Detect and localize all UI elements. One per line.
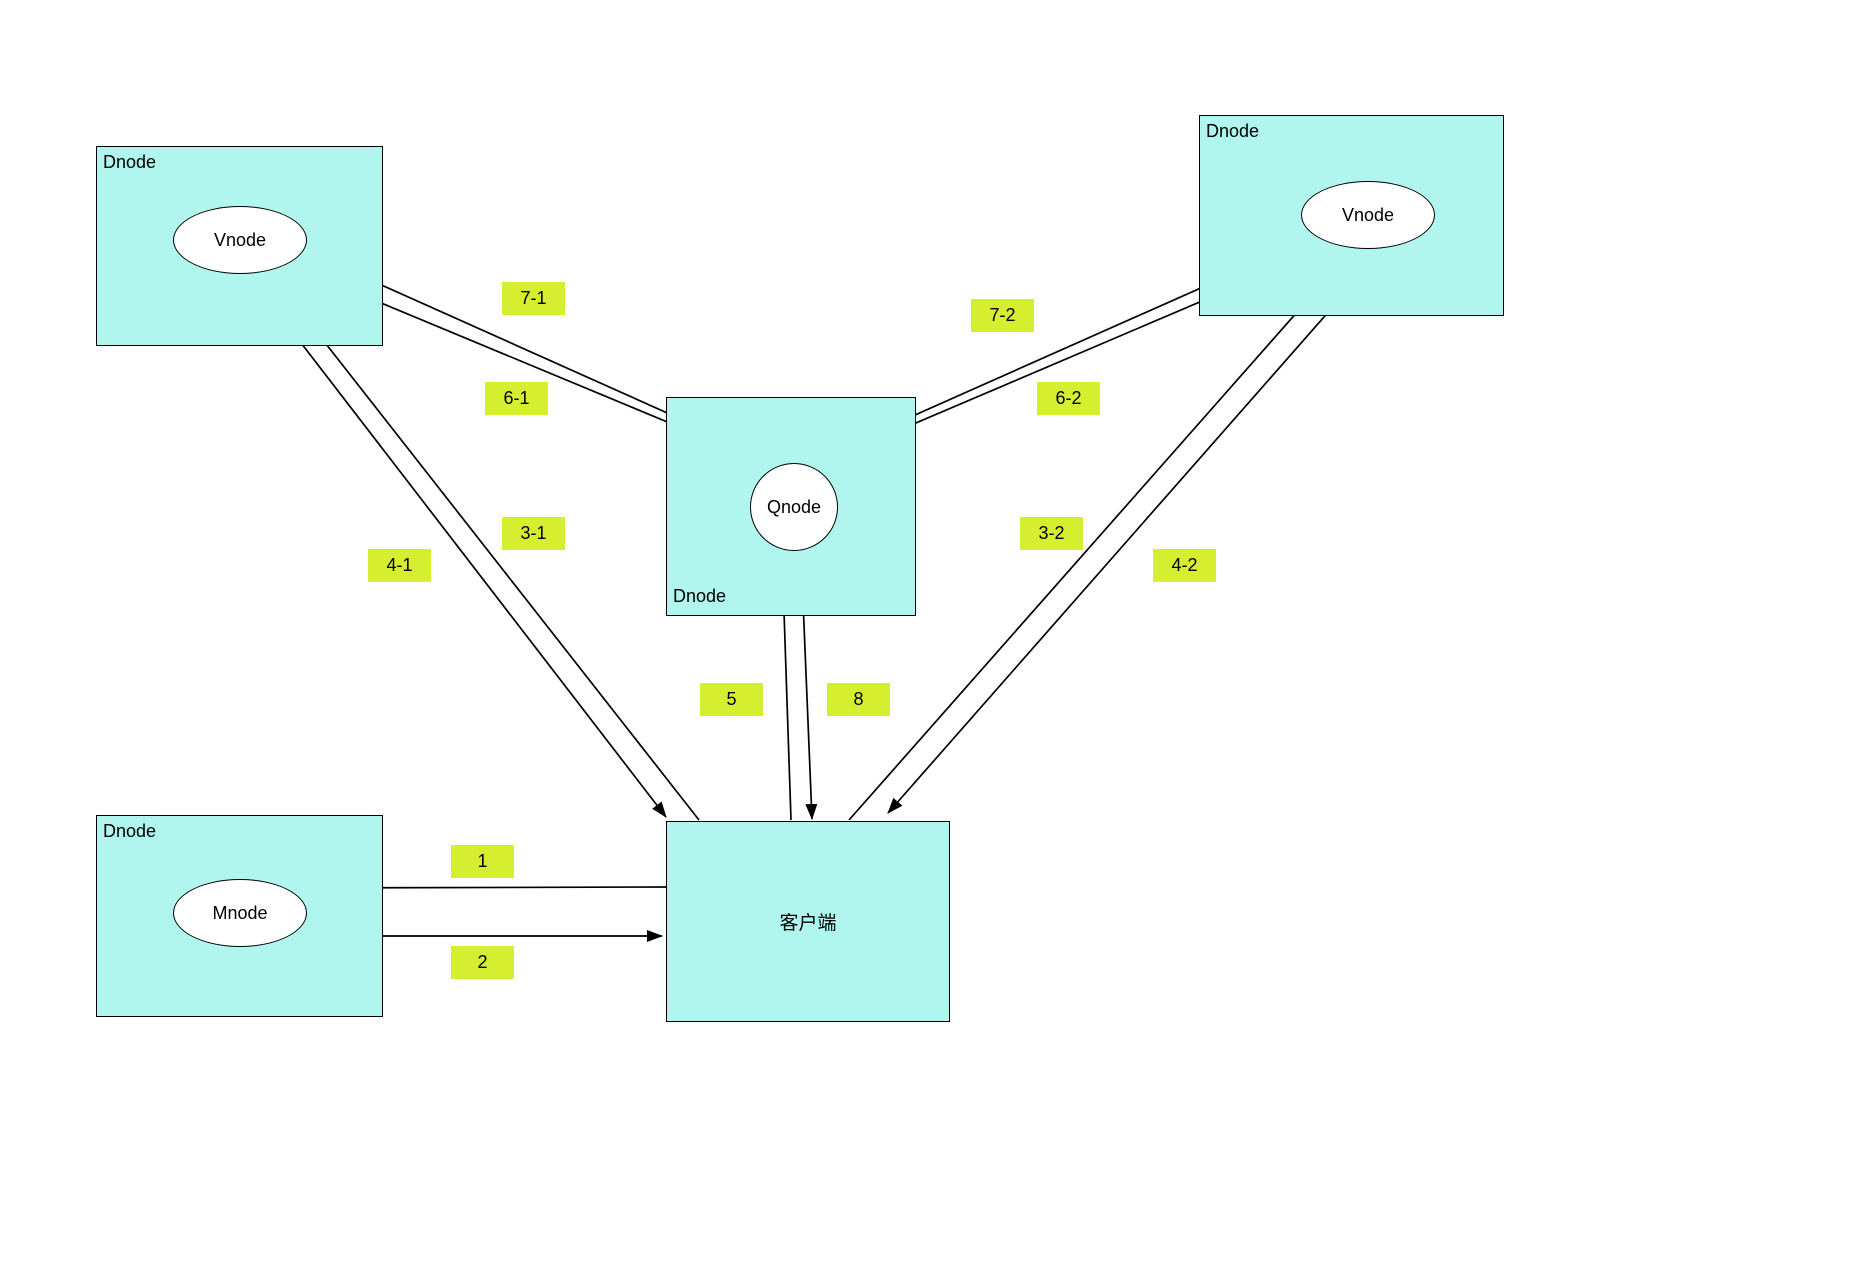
edge-label-7-2: 7-2	[971, 299, 1034, 332]
dnode-top-left-title: Dnode	[103, 152, 157, 172]
mnode-label: Mnode	[212, 902, 268, 923]
client-label: 客户端	[779, 913, 837, 934]
dnode-box-top-left: Dnode Vnode	[96, 146, 383, 346]
edge-client-to-vnode-left	[271, 274, 700, 821]
qnode-circle: Qnode	[750, 463, 838, 551]
client-box: 客户端	[666, 821, 950, 1022]
dnode-box-top-right: Dnode Vnode	[1199, 115, 1504, 316]
edge-label-7-1: 7-1	[502, 282, 565, 315]
dnode-bottom-left-title: Dnode	[103, 821, 157, 841]
edge-label-6-1: 6-1	[485, 382, 548, 415]
edge-label-6-2: 6-2	[1037, 382, 1100, 415]
edge-label-5: 5	[700, 683, 763, 716]
edge-label-4-1: 4-1	[368, 549, 431, 582]
dnode-box-bottom-left: Dnode Mnode	[96, 815, 383, 1017]
edge-label-8: 8	[827, 683, 890, 716]
vnode-top-right-label: Vnode	[1341, 204, 1395, 225]
vnode-top-left-label: Vnode	[213, 229, 267, 250]
edge-label-3-1: 3-1	[502, 517, 565, 550]
edge-vnode-left-to-client	[247, 273, 667, 818]
vnode-top-right-ellipse: Vnode	[1301, 181, 1435, 249]
edge-vnode-right-to-client	[887, 250, 1383, 814]
vnode-top-left-ellipse: Vnode	[173, 206, 307, 274]
edge-label-4-2: 4-2	[1153, 549, 1216, 582]
dnode-box-middle: Dnode Qnode	[666, 397, 916, 616]
edge-label-1: 1	[451, 845, 514, 878]
qnode-label: Qnode	[766, 496, 822, 517]
dnode-middle-title: Dnode	[673, 586, 727, 607]
edge-client-to-vnode-right	[848, 250, 1352, 821]
mnode-ellipse: Mnode	[173, 879, 307, 947]
dnode-top-right-title: Dnode	[1206, 121, 1260, 141]
edge-label-3-2: 3-2	[1020, 517, 1083, 550]
edge-label-2: 2	[451, 946, 514, 979]
